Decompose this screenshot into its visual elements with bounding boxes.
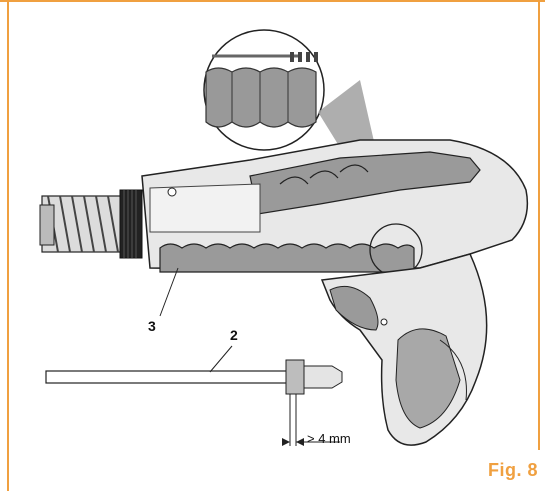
leader-2 bbox=[209, 345, 233, 373]
zoom-lens bbox=[203, 29, 325, 151]
probe-rod bbox=[45, 359, 343, 446]
leader-3 bbox=[159, 267, 179, 317]
frame-right-border bbox=[538, 0, 540, 450]
dimension-label: > 4 mm bbox=[307, 431, 351, 446]
tool-body bbox=[39, 139, 529, 446]
callout-2: 2 bbox=[230, 327, 238, 343]
frame-top-border bbox=[0, 0, 545, 2]
callout-3: 3 bbox=[148, 318, 156, 334]
frame-left-border bbox=[7, 0, 9, 491]
figure-label: Fig. 8 bbox=[488, 460, 539, 480]
